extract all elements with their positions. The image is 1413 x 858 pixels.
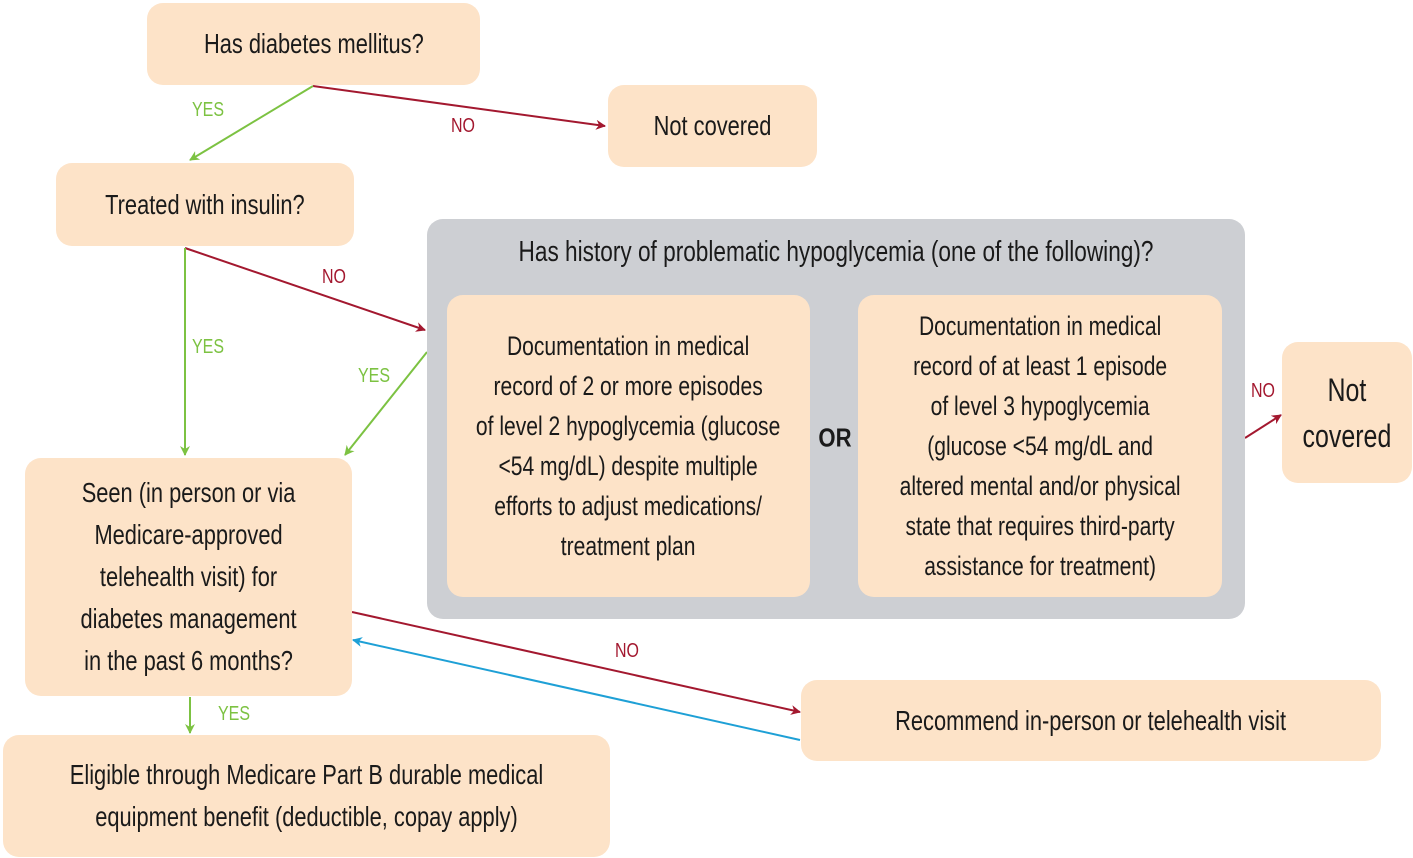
node-text: Not covered (653, 110, 772, 141)
node-text: Medicare-approved (94, 519, 283, 550)
node-text: Has diabetes mellitus? (203, 28, 424, 59)
arrow-diabetes-yes (189, 85, 314, 161)
node-text: treatment plan (561, 531, 696, 561)
arrow-insulin-no (184, 247, 426, 332)
node-text: state that requires third-party (905, 511, 1175, 541)
node-text: efforts to adjust medications/ (494, 491, 763, 521)
node-text: <54 mg/dL) despite multiple (498, 451, 759, 481)
node-not-covered-1: Not covered (608, 85, 817, 167)
node-text: Treated with insulin? (105, 188, 305, 220)
edge-label-no: NO (615, 640, 639, 662)
node-text: assistance for treatment) (924, 551, 1156, 581)
arrow-seen-no (351, 611, 801, 715)
edge-label-no: NO (451, 115, 475, 137)
edge-label-yes: YES (357, 365, 391, 387)
edge-label-yes: YES (191, 99, 225, 121)
node-text: equipment benefit (deductible, copay app… (95, 801, 518, 832)
group-title: Has history of problematic hypoglycemia … (427, 236, 1245, 269)
node-text: Recommend in-person or telehealth visit (895, 704, 1287, 736)
node-text: diabetes management (80, 603, 297, 634)
node-text: Documentation in medical (507, 331, 750, 361)
node-text: Eligible through Medicare Part B durable… (69, 759, 544, 790)
node-text: Seen (in person or via (81, 477, 296, 508)
node-text: Not (1327, 371, 1367, 408)
node-has-diabetes: Has diabetes mellitus? (147, 3, 480, 85)
group-title-text: Has history of problematic hypoglycemia … (518, 236, 1154, 268)
node-text: record of 2 or more episodes (493, 371, 764, 401)
node-text: altered mental and/or physical (899, 471, 1181, 501)
edge-label-no: NO (322, 266, 346, 288)
node-text: covered (1302, 417, 1392, 454)
arrow-diabetes-no (312, 85, 606, 130)
node-text: in the past 6 months? (84, 645, 293, 676)
node-recommend-visit: Recommend in-person or telehealth visit (801, 680, 1381, 761)
node-text: (glucose <54 mg/dL and (927, 431, 1153, 461)
or-label: OR (818, 422, 852, 453)
node-text: of level 2 hypoglycemia (glucose (476, 411, 781, 441)
edge-label-yes: YES (217, 703, 251, 725)
node-level2-hypoglycemia: Documentation in medical record of 2 or … (447, 295, 810, 597)
node-level3-hypoglycemia: Documentation in medical record of at le… (858, 295, 1222, 597)
node-seen-in-past-6-months: Seen (in person or via Medicare-approved… (25, 458, 352, 696)
arrow-hypo-yes (344, 351, 428, 456)
arrow-recommend-return (352, 637, 801, 741)
edge-label-no: NO (1251, 380, 1275, 402)
node-eligible-medicare-part-b: Eligible through Medicare Part B durable… (3, 735, 610, 857)
node-text: record of at least 1 episode (912, 351, 1168, 381)
arrow-hypo-no (1244, 414, 1282, 439)
edge-label-yes: YES (191, 336, 225, 358)
node-text: of level 3 hypoglycemia (930, 391, 1150, 421)
node-not-covered-2: Not covered (1282, 342, 1412, 483)
node-text: telehealth visit) for (99, 561, 278, 592)
node-treated-with-insulin: Treated with insulin? (56, 163, 354, 246)
node-text: Documentation in medical (918, 311, 1162, 341)
